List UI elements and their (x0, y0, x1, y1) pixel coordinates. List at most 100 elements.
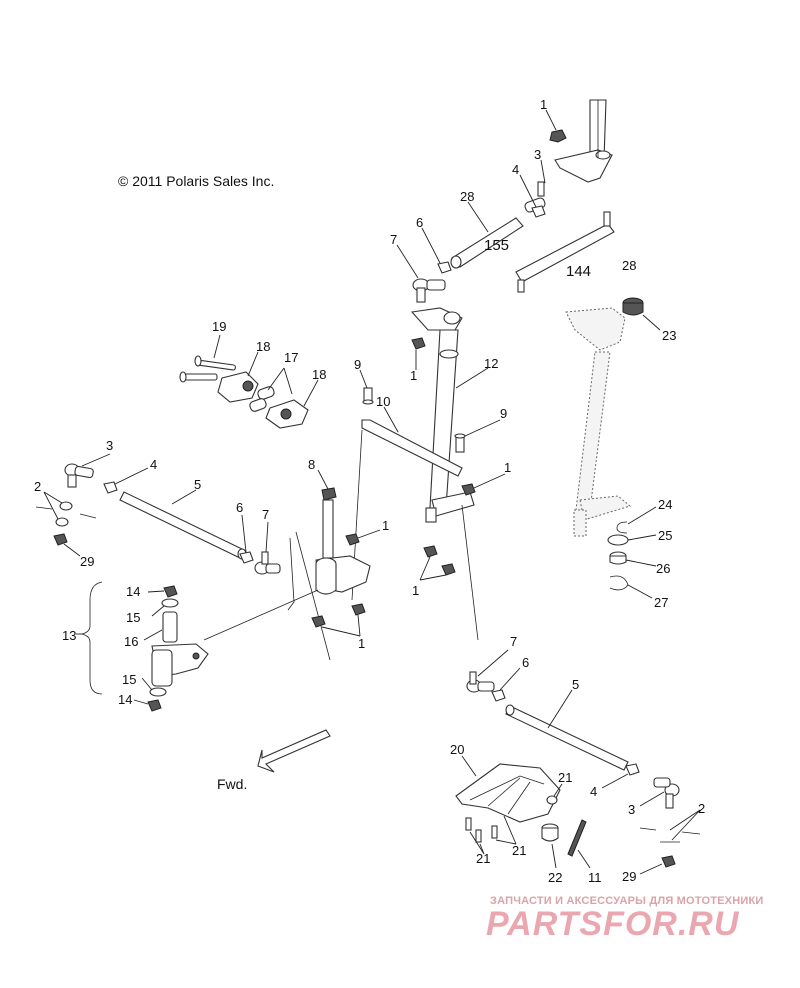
callout-6-left: 6 (236, 500, 243, 515)
callout-29-left: 29 (80, 554, 94, 569)
cover-20 (455, 755, 561, 823)
tie-rod-end-3-left (64, 453, 111, 488)
nut-1-bracket (345, 529, 381, 546)
bolts-21-left (465, 815, 517, 855)
nut-4-top (519, 174, 546, 218)
nut-29-left (53, 533, 81, 557)
steering-column-12 (410, 307, 489, 523)
sleeves-17 (249, 367, 293, 412)
callout-15-b: 15 (122, 672, 136, 687)
callout-1-low-left: 1 (358, 636, 365, 651)
center-line-b (461, 504, 479, 641)
callout-5-right: 5 (572, 677, 579, 692)
callout-21-b: 21 (476, 851, 490, 866)
callout-29-right: 29 (622, 869, 636, 884)
callout-1-lower: 1 (412, 583, 419, 598)
tie-rod-end-7-right (466, 649, 509, 693)
pivot-body-13 (151, 643, 209, 687)
callout-4-left: 4 (150, 457, 157, 472)
callout-22: 22 (548, 870, 562, 885)
cap-23 (622, 297, 661, 331)
callout-1-bracket: 1 (382, 518, 389, 533)
forward-arrow (257, 729, 331, 773)
bolt-9-a (359, 369, 374, 405)
washer-25 (607, 534, 657, 546)
tie-rod-end-7-left (254, 521, 281, 575)
callout-14-b: 14 (118, 692, 132, 707)
bushing-26 (609, 551, 657, 567)
callout-144: 144 (566, 263, 591, 280)
forward-direction-label: Fwd. (217, 776, 248, 792)
bolt-19 (194, 334, 236, 371)
callout-14-a: 14 (126, 584, 140, 599)
callout-2-left: 2 (34, 479, 41, 494)
callout-1-top: 1 (540, 97, 547, 112)
bolt-21-right (546, 783, 563, 805)
callout-21-a: 21 (558, 770, 572, 785)
nut-1-mid (461, 473, 506, 496)
callout-6-right: 6 (522, 655, 529, 670)
nut-1-col (411, 337, 426, 370)
callout-1-mid: 1 (504, 460, 511, 475)
callout-3-top: 3 (534, 147, 541, 162)
callout-23: 23 (662, 328, 676, 343)
bolt-8 (317, 469, 337, 559)
callout-18-b: 18 (312, 367, 326, 382)
nut-6-left (239, 514, 254, 564)
callout-7-top: 7 (390, 232, 397, 247)
callout-15-a: 15 (126, 610, 140, 625)
washers-2-right (639, 809, 701, 843)
nuts-1-bracket-low (311, 603, 366, 637)
steering-column-ghost (565, 307, 632, 537)
callout-24: 24 (658, 497, 672, 512)
watermark-logo: PARTSFOR.RU (486, 905, 740, 943)
pivot-assembly-13 (76, 581, 103, 695)
callout-21-c: 21 (512, 843, 526, 858)
bolt-left (179, 371, 218, 383)
callout-6-top: 6 (416, 215, 423, 230)
callout-9-b: 9 (500, 406, 507, 421)
pin-11 (567, 819, 591, 869)
clamp-18-a (217, 351, 259, 403)
callout-18-a: 18 (256, 339, 270, 354)
washer-15-bottom (141, 677, 167, 697)
tie-rod-5-left (119, 489, 247, 560)
callout-4-right: 4 (590, 784, 597, 799)
callout-19: 19 (212, 319, 226, 334)
tie-rod-28-lower (515, 211, 615, 293)
callout-12: 12 (484, 356, 498, 371)
nuts-1-lower (419, 545, 456, 581)
callout-3-right: 3 (628, 802, 635, 817)
callout-11: 11 (588, 870, 602, 885)
nut-14-bottom (133, 699, 162, 712)
callout-17: 17 (284, 350, 298, 365)
callout-13: 13 (62, 628, 76, 643)
nut-14-top (147, 585, 178, 598)
nut-1-top (545, 109, 567, 143)
nut-4-left (103, 467, 149, 494)
callout-7-left: 7 (262, 507, 269, 522)
watermark-tagline: ЗАПЧАСТИ И АКСЕССУАРЫ ДЛЯ МОТОТЕХНИКИ (490, 895, 764, 907)
callout-27: 27 (654, 595, 668, 610)
washer-15-top (151, 598, 179, 617)
bracket-8 (287, 531, 371, 661)
steering-post (554, 99, 613, 183)
tie-rod-5-right (505, 689, 629, 771)
ring-27 (609, 575, 653, 599)
nut-4-right (601, 763, 640, 789)
callout-8: 8 (308, 457, 315, 472)
clip-24 (616, 506, 657, 534)
callout-16: 16 (124, 634, 138, 649)
nut-6-top (421, 227, 452, 274)
callout-4-top: 4 (512, 162, 519, 177)
washers-2-left (35, 491, 97, 527)
callout-2-right: 2 (698, 801, 705, 816)
callout-1-col: 1 (410, 368, 417, 383)
callout-25: 25 (658, 528, 672, 543)
callout-26: 26 (656, 561, 670, 576)
copyright-notice: © 2011 Polaris Sales Inc. (118, 173, 275, 189)
tie-rod-end-3-right (639, 777, 680, 809)
grommet-22 (541, 823, 559, 869)
callout-155: 155 (484, 237, 509, 254)
